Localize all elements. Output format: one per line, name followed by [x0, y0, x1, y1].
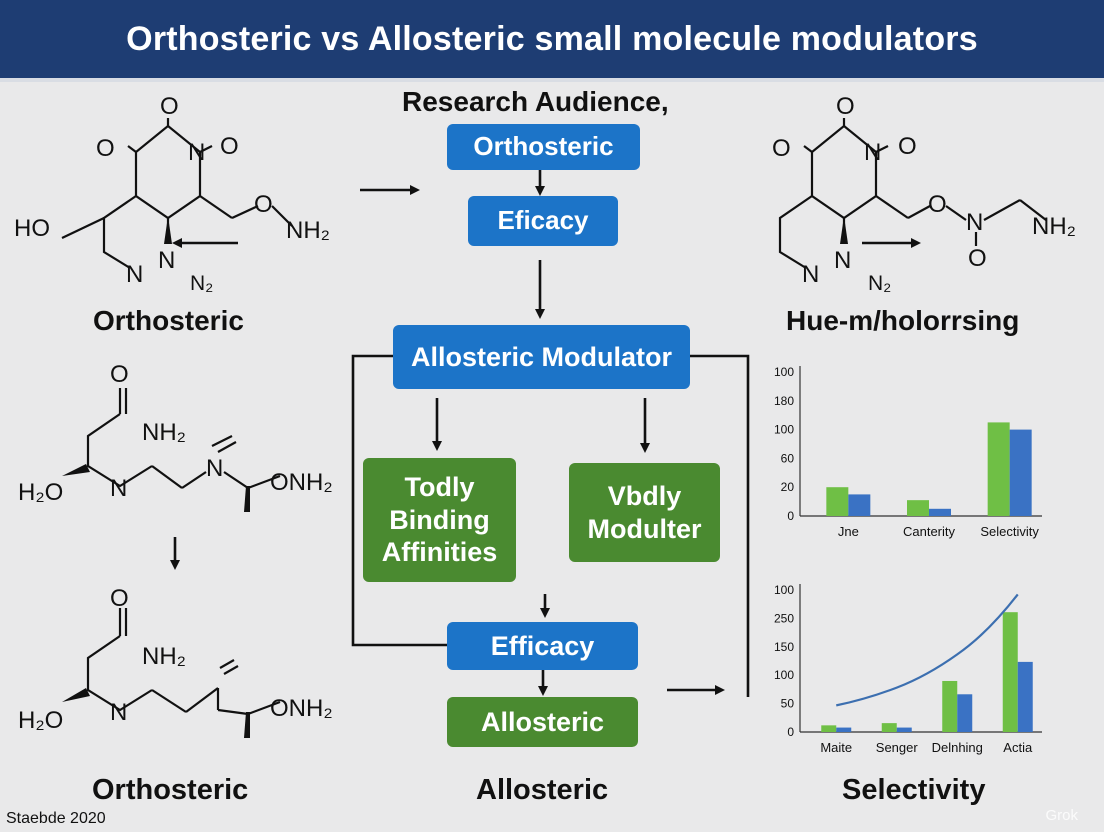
atom-ho: HO: [14, 215, 50, 242]
bar-senger-s1: [896, 727, 912, 732]
atom-n-chain: N: [206, 455, 223, 482]
atom-o-top: O: [110, 585, 129, 612]
bar-delnhing-s1: [957, 694, 973, 732]
watermark: Grok: [1045, 807, 1078, 824]
atom-nh2: NH₂: [286, 217, 330, 244]
bar-canterity-s0: [907, 500, 929, 516]
bar-actia-s1: [1017, 661, 1033, 732]
atom-o-top: O: [160, 93, 179, 120]
bar-maite-s1: [836, 727, 852, 732]
bar-selectivity-s0: [987, 422, 1010, 516]
y-tick-label: 60: [781, 451, 795, 465]
atom-n1: N: [802, 261, 819, 288]
atom-n-o: N: [188, 139, 205, 166]
atom-onh2-chain: ONH₂: [270, 695, 333, 722]
label-selectivity-bottom: Selectivity: [842, 774, 986, 806]
atom-n2: N: [158, 247, 175, 274]
atom-h2o: H₂O: [18, 479, 63, 506]
box-allosteric: Allosteric: [447, 697, 638, 747]
label-hue-m-holorrsing: Hue-m/holorrsing: [786, 305, 1020, 336]
x-tick-label: Senger: [876, 740, 919, 755]
x-tick-label: Maite: [820, 740, 852, 755]
atom-n3: N₂: [190, 272, 213, 295]
x-tick-label: Actia: [1003, 740, 1033, 755]
y-tick-label: 20: [781, 480, 795, 494]
box-todly-binding-affinities: Todly Binding Affinities: [363, 458, 516, 582]
title-banner: Orthosteric vs Allosteric small molecule…: [0, 0, 1104, 82]
bar-maite-s0: [821, 725, 837, 732]
trend-line: [836, 593, 1019, 707]
y-tick-label: 100: [774, 423, 794, 437]
y-tick-label: 150: [774, 640, 794, 654]
bar-actia-s0: [1002, 612, 1018, 732]
bar-senger-s0: [881, 723, 897, 732]
atom-o-chain: O: [928, 191, 947, 218]
atom-n-chain: N: [966, 209, 983, 236]
box-efficacy-top: Eficacy: [468, 196, 618, 246]
atom-nh2-ring: NH₂: [142, 643, 186, 670]
x-tick-label: Canterity: [903, 524, 956, 539]
atom-o-right: O: [220, 133, 239, 160]
y-tick-label: 0: [787, 509, 794, 523]
atom-o-down: O: [968, 245, 987, 272]
atom-nh2: NH₂: [1032, 213, 1076, 240]
atom-n-ring: N: [110, 699, 127, 726]
y-tick-label: 50: [781, 697, 795, 711]
atom-nh2-ring: NH₂: [142, 419, 186, 446]
bracket-left: [351, 354, 447, 647]
molecule-mid-left: O NH₂ H₂O N N ONH₂: [18, 361, 333, 512]
y-tick-label: 100: [774, 668, 794, 682]
molecule-bottom-left: O NH₂ H₂O N ONH₂: [18, 585, 333, 738]
atom-o-right: O: [898, 133, 917, 160]
molecule-top-left: O O N O HO O NH₂ N N N₂: [14, 93, 330, 295]
atom-n1: N: [126, 261, 143, 288]
atom-n3: N₂: [868, 272, 891, 295]
x-tick-label: Jne: [838, 524, 859, 539]
box-orthosteric: Orthosteric: [447, 124, 640, 170]
bar-delnhing-s0: [942, 680, 958, 732]
label-orthosteric-bottom: Orthosteric: [92, 774, 249, 806]
x-tick-label: Selectivity: [980, 524, 1039, 539]
y-tick-label: 100: [774, 583, 794, 597]
y-tick-label: 250: [774, 611, 794, 625]
atom-n2: N: [834, 247, 851, 274]
bar-canterity-s1: [929, 508, 951, 516]
page-title: Orthosteric vs Allosteric small molecule…: [126, 19, 978, 58]
label-research-audience: Research Audience,: [402, 86, 669, 117]
y-tick-label: 100: [774, 365, 794, 379]
box-allosteric-modulator: Allosteric Modulator: [393, 325, 690, 389]
atom-o-top: O: [836, 93, 855, 120]
y-tick-label: 180: [774, 394, 794, 408]
atom-n-o: N: [864, 139, 881, 166]
box-vbdly-modulter: Vbdly Modulter: [569, 463, 720, 562]
box-efficacy-bottom: Efficacy: [447, 622, 638, 670]
atom-onh2-chain: ONH₂: [270, 469, 333, 496]
label-orthosteric-top: Orthosteric: [93, 305, 244, 336]
bar-jne-s1: [848, 494, 871, 516]
bar-selectivity-s1: [1009, 429, 1032, 516]
atom-o-top: O: [110, 361, 129, 388]
molecule-top-right: O O N O O N O NH₂ N N N₂: [772, 93, 1076, 295]
atom-o-chain: O: [254, 191, 273, 218]
atom-h2o: H₂O: [18, 707, 63, 734]
atom-o-left: O: [772, 135, 791, 162]
atom-o-left: O: [96, 135, 115, 162]
y-tick-label: 0: [787, 725, 794, 739]
bar-jne-s0: [826, 487, 849, 516]
atom-n-ring: N: [110, 475, 127, 502]
label-allosteric-bottom: Allosteric: [476, 774, 609, 806]
footer-credit: Staebde 2020: [6, 810, 106, 827]
x-tick-label: Delnhing: [932, 740, 983, 755]
bracket-right: [690, 354, 750, 697]
